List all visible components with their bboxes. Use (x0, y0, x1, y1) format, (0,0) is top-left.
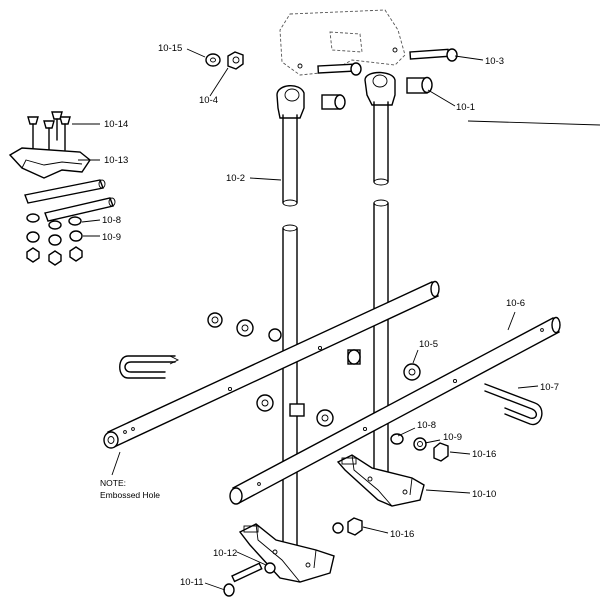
washer-10-15 (205, 53, 221, 67)
bushing-10-1-right (406, 76, 433, 94)
callout-10-1: 10-1 (456, 102, 475, 113)
upright-tube-left-lower (282, 224, 298, 546)
upright-tube-left-upper (276, 85, 305, 207)
bolts-10-14 (27, 111, 71, 156)
spacer-10-5 (403, 363, 421, 381)
clamp-block (289, 403, 305, 417)
bolt-10-11 (223, 562, 263, 597)
cross-bar-right (229, 316, 561, 505)
bolt-10-3 (409, 48, 458, 62)
foot-bracket-lower (238, 523, 335, 583)
callout-10-16-right: 10-16 (472, 449, 496, 460)
upright-tube-right-upper (364, 71, 396, 186)
callout-10-15: 10-15 (158, 43, 182, 54)
note-embossed-hole: Embossed Hole (100, 490, 160, 500)
upright-tube-right-lower (373, 199, 389, 476)
callout-10-16-bottom: 10-16 (390, 529, 414, 540)
washer-10-12 (264, 562, 276, 574)
callout-10-2: 10-2 (226, 173, 245, 184)
u-bolt-10-7 (484, 383, 543, 426)
spacer-10-5-upper (347, 349, 361, 365)
leader-lines (72, 48, 601, 591)
foot-bracket-10-10 (336, 454, 425, 507)
nut-10-16-right (433, 442, 449, 462)
washer-10-8 (390, 433, 404, 445)
callout-10-9-inset: 10-9 (102, 232, 121, 243)
callout-10-13: 10-13 (104, 155, 128, 166)
callout-10-7: 10-7 (540, 382, 559, 393)
callout-10-6: 10-6 (506, 298, 525, 309)
callout-10-12: 10-12 (213, 548, 237, 559)
callout-10-4: 10-4 (199, 95, 218, 106)
callout-10-11: 10-11 (180, 577, 204, 588)
inset-assembly (8, 111, 116, 266)
callout-10-3: 10-3 (485, 56, 504, 67)
spacer-lower-center (316, 409, 334, 427)
callout-10-5: 10-5 (419, 339, 438, 350)
top-bracket (279, 9, 406, 76)
callout-10-8: 10-8 (417, 420, 436, 431)
note-label: NOTE: (100, 478, 126, 488)
callout-10-8-inset: 10-8 (102, 215, 121, 226)
u-bolt-left (119, 355, 180, 379)
nut-10-16-bottom (332, 517, 363, 536)
bolt-center (317, 62, 362, 76)
lockwasher-10-9 (413, 437, 427, 451)
callout-10-14: 10-14 (104, 119, 128, 130)
cross-bar-left (103, 280, 440, 449)
nut-10-4 (227, 51, 244, 70)
spacer-group-upper-left (207, 312, 282, 342)
spacer-lower-left (256, 394, 274, 412)
callout-10-9: 10-9 (443, 432, 462, 443)
callout-10-10: 10-10 (472, 489, 496, 500)
bushing-10-1-left (321, 94, 346, 110)
callout-labels: 10-15 10-4 10-3 10-1 10-14 10-13 10-8 10… (100, 43, 559, 588)
